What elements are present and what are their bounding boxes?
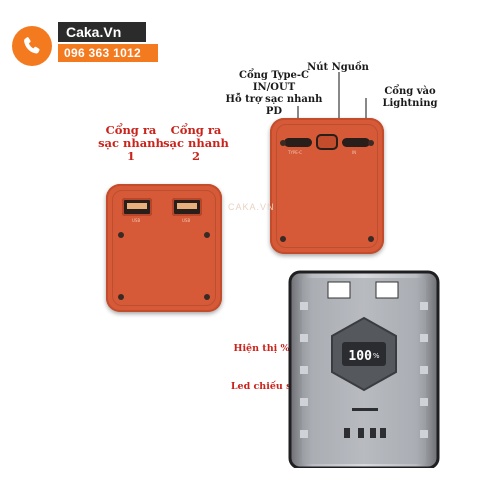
screw xyxy=(368,236,374,242)
port-label-type-c: TYPE-C xyxy=(288,150,303,155)
usb-a-port-2 xyxy=(172,198,202,216)
phone-icon xyxy=(24,37,40,54)
usb-a-port-1 xyxy=(122,198,152,216)
port-label-lightning: IN xyxy=(352,150,357,155)
brand-logo xyxy=(12,26,52,66)
brand-phone: 096 363 1012 xyxy=(58,44,158,62)
label-led-light: Led chiếu sáng xyxy=(230,381,312,392)
watermark: CAKA.VN xyxy=(228,202,275,212)
label-battery-display: Hiện thị % Pin xyxy=(233,343,311,354)
battery-percent-value: 100 xyxy=(348,348,372,364)
lightning-port xyxy=(342,138,370,147)
brand-name: Caka.Vn xyxy=(58,22,146,42)
label-output-1: Cổng ra sạc nhanh 1 xyxy=(98,123,164,164)
powerbank-transparent: 100 % xyxy=(288,268,440,470)
powerbank-front: USB USB xyxy=(106,184,222,312)
label-output-2: Cổng ra sạc nhanh 2 xyxy=(163,123,229,164)
battery-percent-unit: % xyxy=(372,352,380,360)
battery-display: 100 % xyxy=(342,344,386,368)
screw xyxy=(204,294,210,300)
screw xyxy=(280,140,286,146)
label-type-c: Cổng Type-C IN/OUT Hỗ trợ sạc nhanh PD xyxy=(225,70,323,117)
screw xyxy=(280,236,286,242)
power-button[interactable] xyxy=(316,134,338,150)
transparent-body xyxy=(288,270,440,470)
port-label-left: USB xyxy=(132,218,141,223)
type-c-port xyxy=(284,138,312,147)
screw xyxy=(204,232,210,238)
label-power-button: Nút Nguồn xyxy=(307,62,369,73)
label-lightning: Cổng vào Lightning xyxy=(382,86,438,109)
powerbank-back: TYPE-C IN xyxy=(270,118,384,254)
screw xyxy=(118,232,124,238)
brand-badge: Caka.Vn 096 363 1012 xyxy=(12,22,158,66)
screw xyxy=(118,294,124,300)
port-label-right: USB xyxy=(182,218,191,223)
screw xyxy=(368,140,374,146)
